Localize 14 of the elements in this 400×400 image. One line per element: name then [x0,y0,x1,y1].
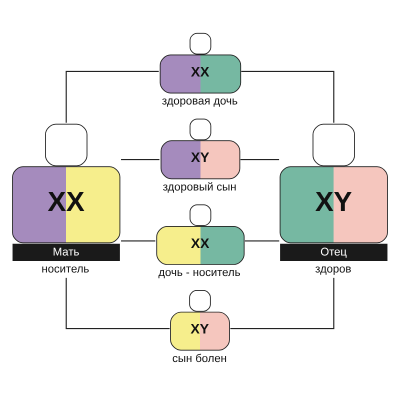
connector [241,70,334,123]
connector [121,158,160,160]
connector [66,278,170,330]
node-label: дочь - носитель [158,267,240,280]
connector [244,240,280,242]
connector [121,240,156,242]
node-label: сын болен [172,352,227,365]
connector [240,158,280,160]
node-label: здоров [315,264,352,276]
node-label: здоровый сын [162,181,236,194]
node-label: здоровая дочь [162,96,238,108]
connector [66,70,159,123]
node-label: носитель [42,264,90,276]
connector [230,278,334,330]
